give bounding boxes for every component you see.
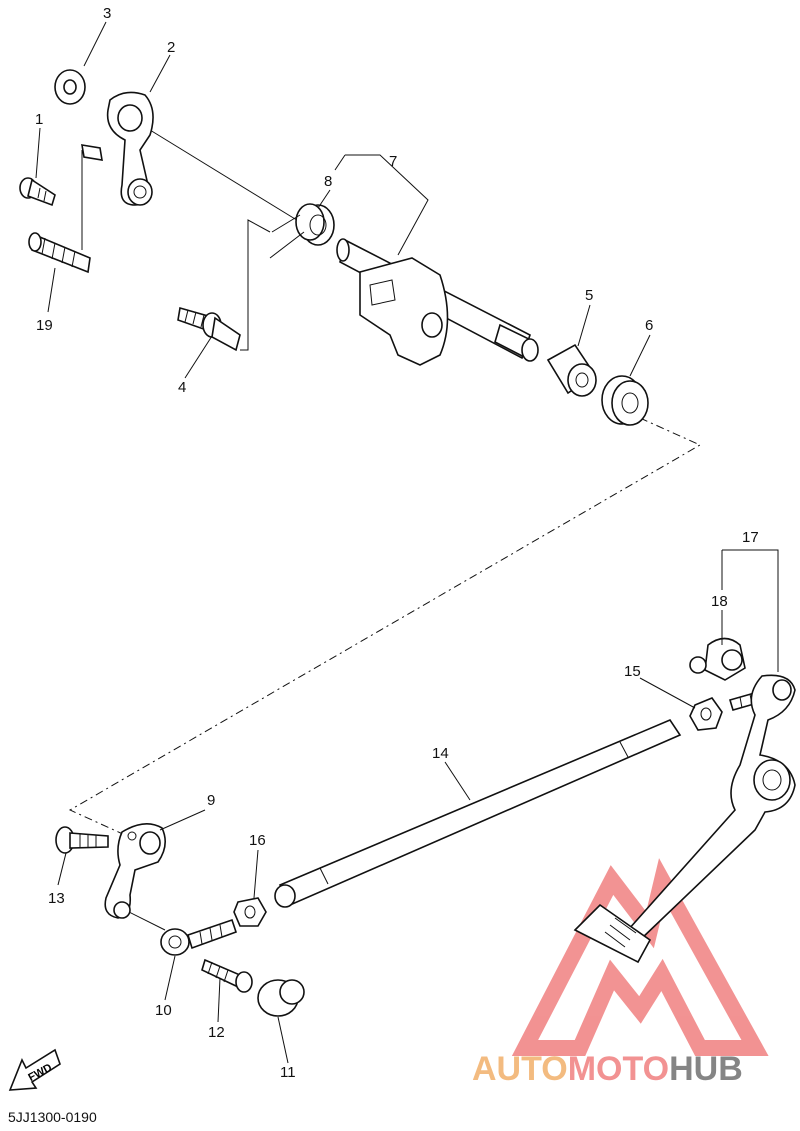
- part-17-shift-pedal: [573, 674, 796, 964]
- part-7-shift-shaft: [336, 238, 539, 366]
- part-8-torsion-spring: [269, 203, 335, 259]
- callout-5: 5: [585, 287, 593, 304]
- callout-18: 18: [711, 593, 728, 610]
- fwd-arrow: FWD: [8, 1048, 61, 1091]
- part-5-collar: [546, 343, 597, 397]
- drawing-code: 5JJ1300-0190: [8, 1109, 97, 1125]
- callout-19: 19: [36, 317, 53, 334]
- part-16-nut: [233, 897, 267, 927]
- part-12-bolt: [201, 958, 253, 993]
- part-9-lever: [104, 823, 166, 919]
- callout-15: 15: [624, 663, 641, 680]
- callout-4: 4: [178, 379, 186, 396]
- part-19-spring: [28, 232, 91, 274]
- callout-6: 6: [645, 317, 653, 334]
- watermark-text-hub: HUB: [669, 1050, 743, 1088]
- part-6-oil-seal: [601, 375, 649, 426]
- callout-numbers: 3 2 1 19 7 8 4 5 6 9 13 10 12 11 16 14 1…: [35, 5, 759, 1081]
- callout-leaders: [35, 21, 779, 1064]
- callout-3: 3: [103, 5, 111, 22]
- callout-10: 10: [155, 1002, 172, 1019]
- part-13-bolt: [55, 826, 109, 854]
- watermark-logo: AUTOMOTOHUB: [472, 858, 769, 1088]
- callout-14: 14: [432, 745, 449, 762]
- callout-11: 11: [280, 1064, 296, 1081]
- part-1-pin: [19, 177, 56, 207]
- part-10-rod-end: [160, 918, 238, 956]
- callout-16: 16: [249, 832, 266, 849]
- callout-2: 2: [167, 39, 175, 56]
- watermark-text-auto: AUTO: [472, 1050, 568, 1088]
- part-15-nut: [689, 697, 723, 731]
- part-3-washer: [54, 69, 86, 105]
- part-14-shift-rod: [274, 719, 682, 908]
- part-18-pivot-joint: [689, 637, 746, 681]
- watermark-text-moto: MOTO: [568, 1050, 669, 1088]
- callout-7: 7: [389, 153, 397, 170]
- callout-9: 9: [207, 792, 215, 809]
- callout-1: 1: [35, 111, 43, 128]
- callout-13: 13: [48, 890, 65, 907]
- callout-17: 17: [742, 529, 759, 546]
- part-2-shift-arm: [81, 91, 154, 206]
- watermark-text: AUTOMOTOHUB: [472, 1050, 743, 1088]
- part-11-cap: [257, 979, 305, 1017]
- part-4-stud: [177, 306, 241, 352]
- callout-12: 12: [208, 1024, 225, 1041]
- assembly-lines: [68, 129, 702, 931]
- callout-8: 8: [324, 173, 332, 190]
